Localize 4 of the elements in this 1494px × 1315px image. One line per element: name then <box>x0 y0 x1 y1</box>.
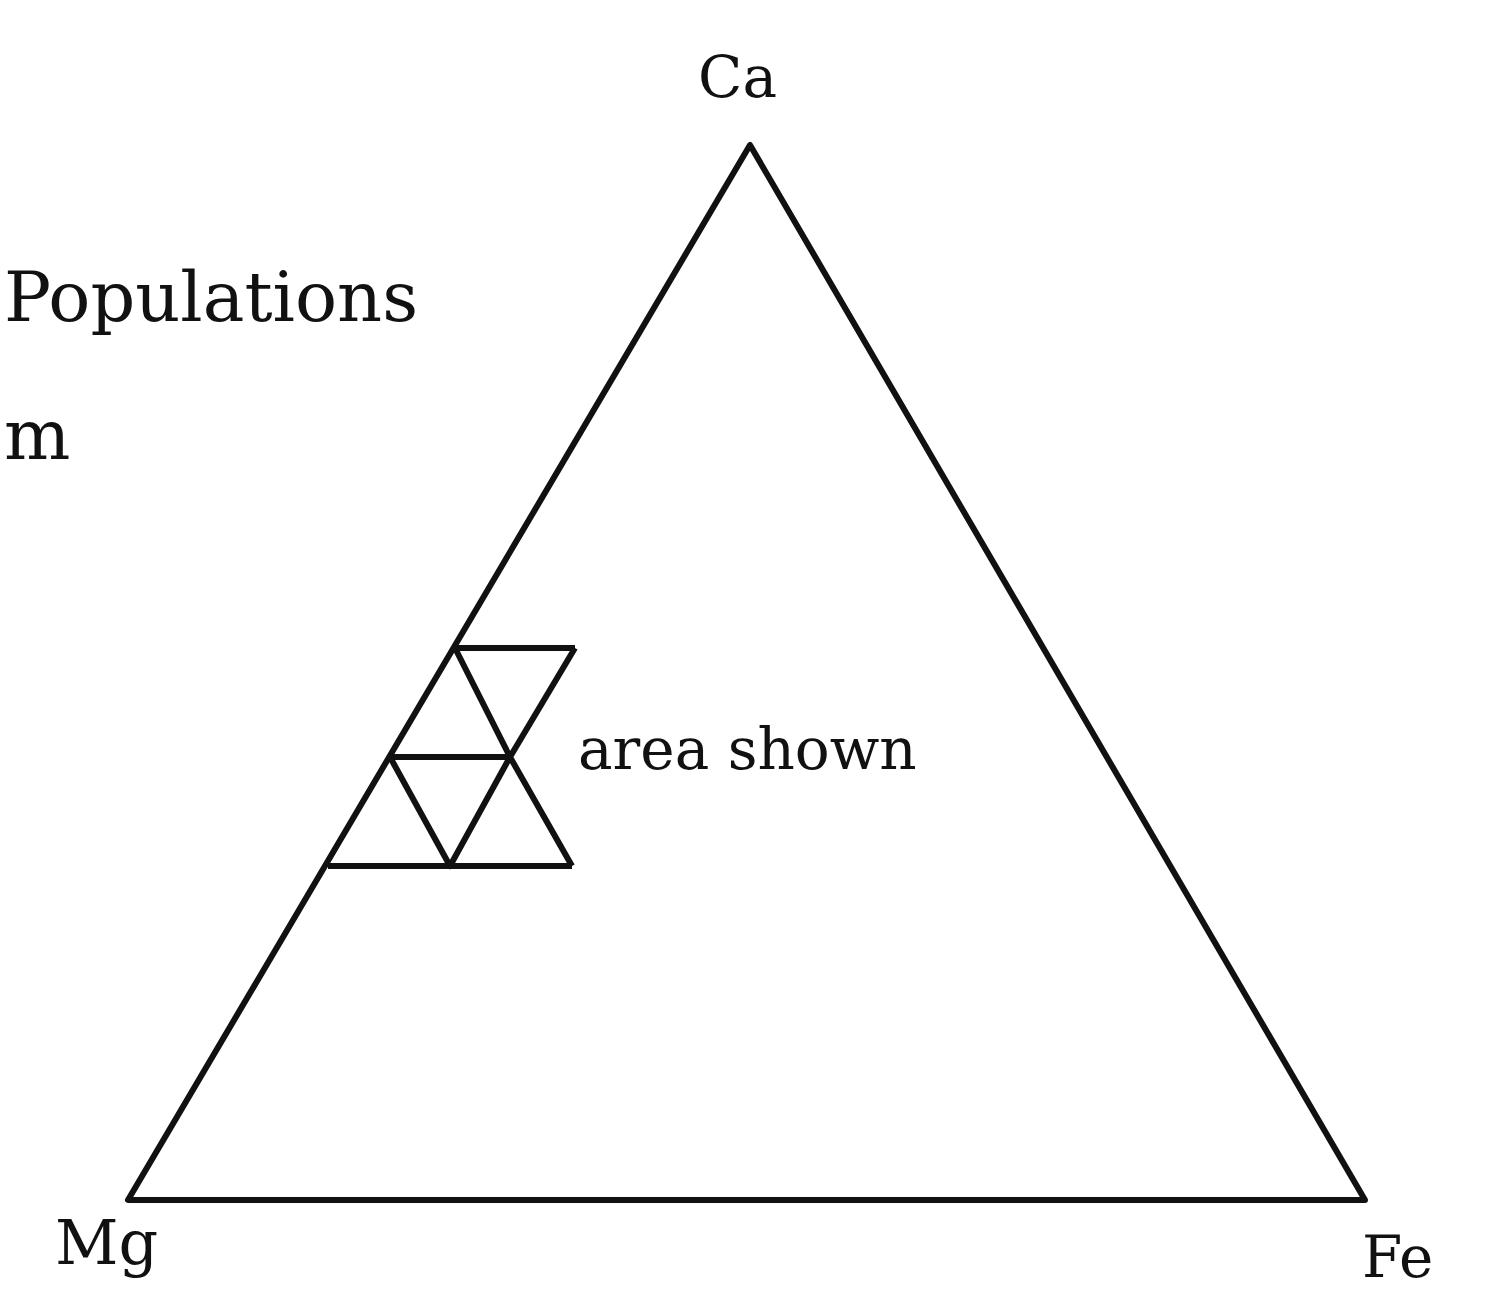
area-label: area shown <box>578 720 917 778</box>
vertex-label: Ca <box>698 48 777 106</box>
vertex-label: Fe <box>1362 1228 1434 1286</box>
text-fragment: m <box>4 400 71 470</box>
